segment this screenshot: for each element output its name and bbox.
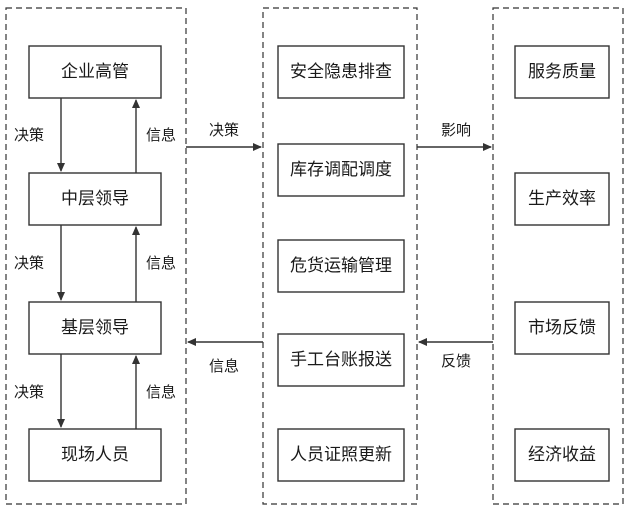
info-label-2: 信息	[146, 254, 176, 272]
node-label: 服务质量	[528, 62, 596, 82]
node-service-quality: 服务质量	[514, 45, 610, 99]
node-label: 库存调配调度	[290, 160, 392, 180]
node-label: 基层领导	[61, 318, 129, 338]
outcomes-group	[492, 7, 624, 505]
node-safety-inspection: 安全隐患排查	[277, 45, 405, 99]
node-label: 人员证照更新	[290, 445, 392, 465]
node-label: 经济收益	[528, 445, 596, 465]
node-market-feedback: 市场反馈	[514, 301, 610, 355]
management-to-business-label: 决策	[209, 121, 239, 139]
node-license-update: 人员证照更新	[277, 428, 405, 482]
node-hazmat-transport: 危货运输管理	[277, 239, 405, 293]
decision-label-3: 决策	[14, 383, 44, 401]
node-label: 手工台账报送	[290, 350, 392, 370]
info-label-1: 信息	[146, 126, 176, 144]
node-inventory-dispatch: 库存调配调度	[277, 143, 405, 197]
node-label: 中层领导	[61, 189, 129, 209]
management-group	[5, 7, 187, 505]
node-manual-ledger: 手工台账报送	[277, 333, 405, 387]
business-to-management-label: 信息	[209, 357, 239, 375]
business-to-outcomes-label: 影响	[441, 121, 471, 139]
business-group	[262, 7, 418, 505]
node-economic-benefit: 经济收益	[514, 428, 610, 482]
outcomes-to-business-label: 反馈	[441, 352, 471, 370]
node-label: 安全隐患排查	[290, 62, 392, 82]
node-onsite-staff: 现场人员	[28, 428, 162, 482]
node-frontline-manager: 基层领导	[28, 301, 162, 355]
node-label: 企业高管	[61, 62, 129, 82]
node-label: 现场人员	[61, 445, 129, 465]
node-executive: 企业高管	[28, 45, 162, 99]
decision-label-2: 决策	[14, 254, 44, 272]
node-middle-manager: 中层领导	[28, 172, 162, 226]
node-production-efficiency: 生产效率	[514, 172, 610, 226]
node-label: 市场反馈	[528, 318, 596, 338]
node-label: 生产效率	[528, 189, 596, 209]
node-label: 危货运输管理	[290, 256, 392, 276]
info-label-3: 信息	[146, 383, 176, 401]
decision-label-1: 决策	[14, 126, 44, 144]
